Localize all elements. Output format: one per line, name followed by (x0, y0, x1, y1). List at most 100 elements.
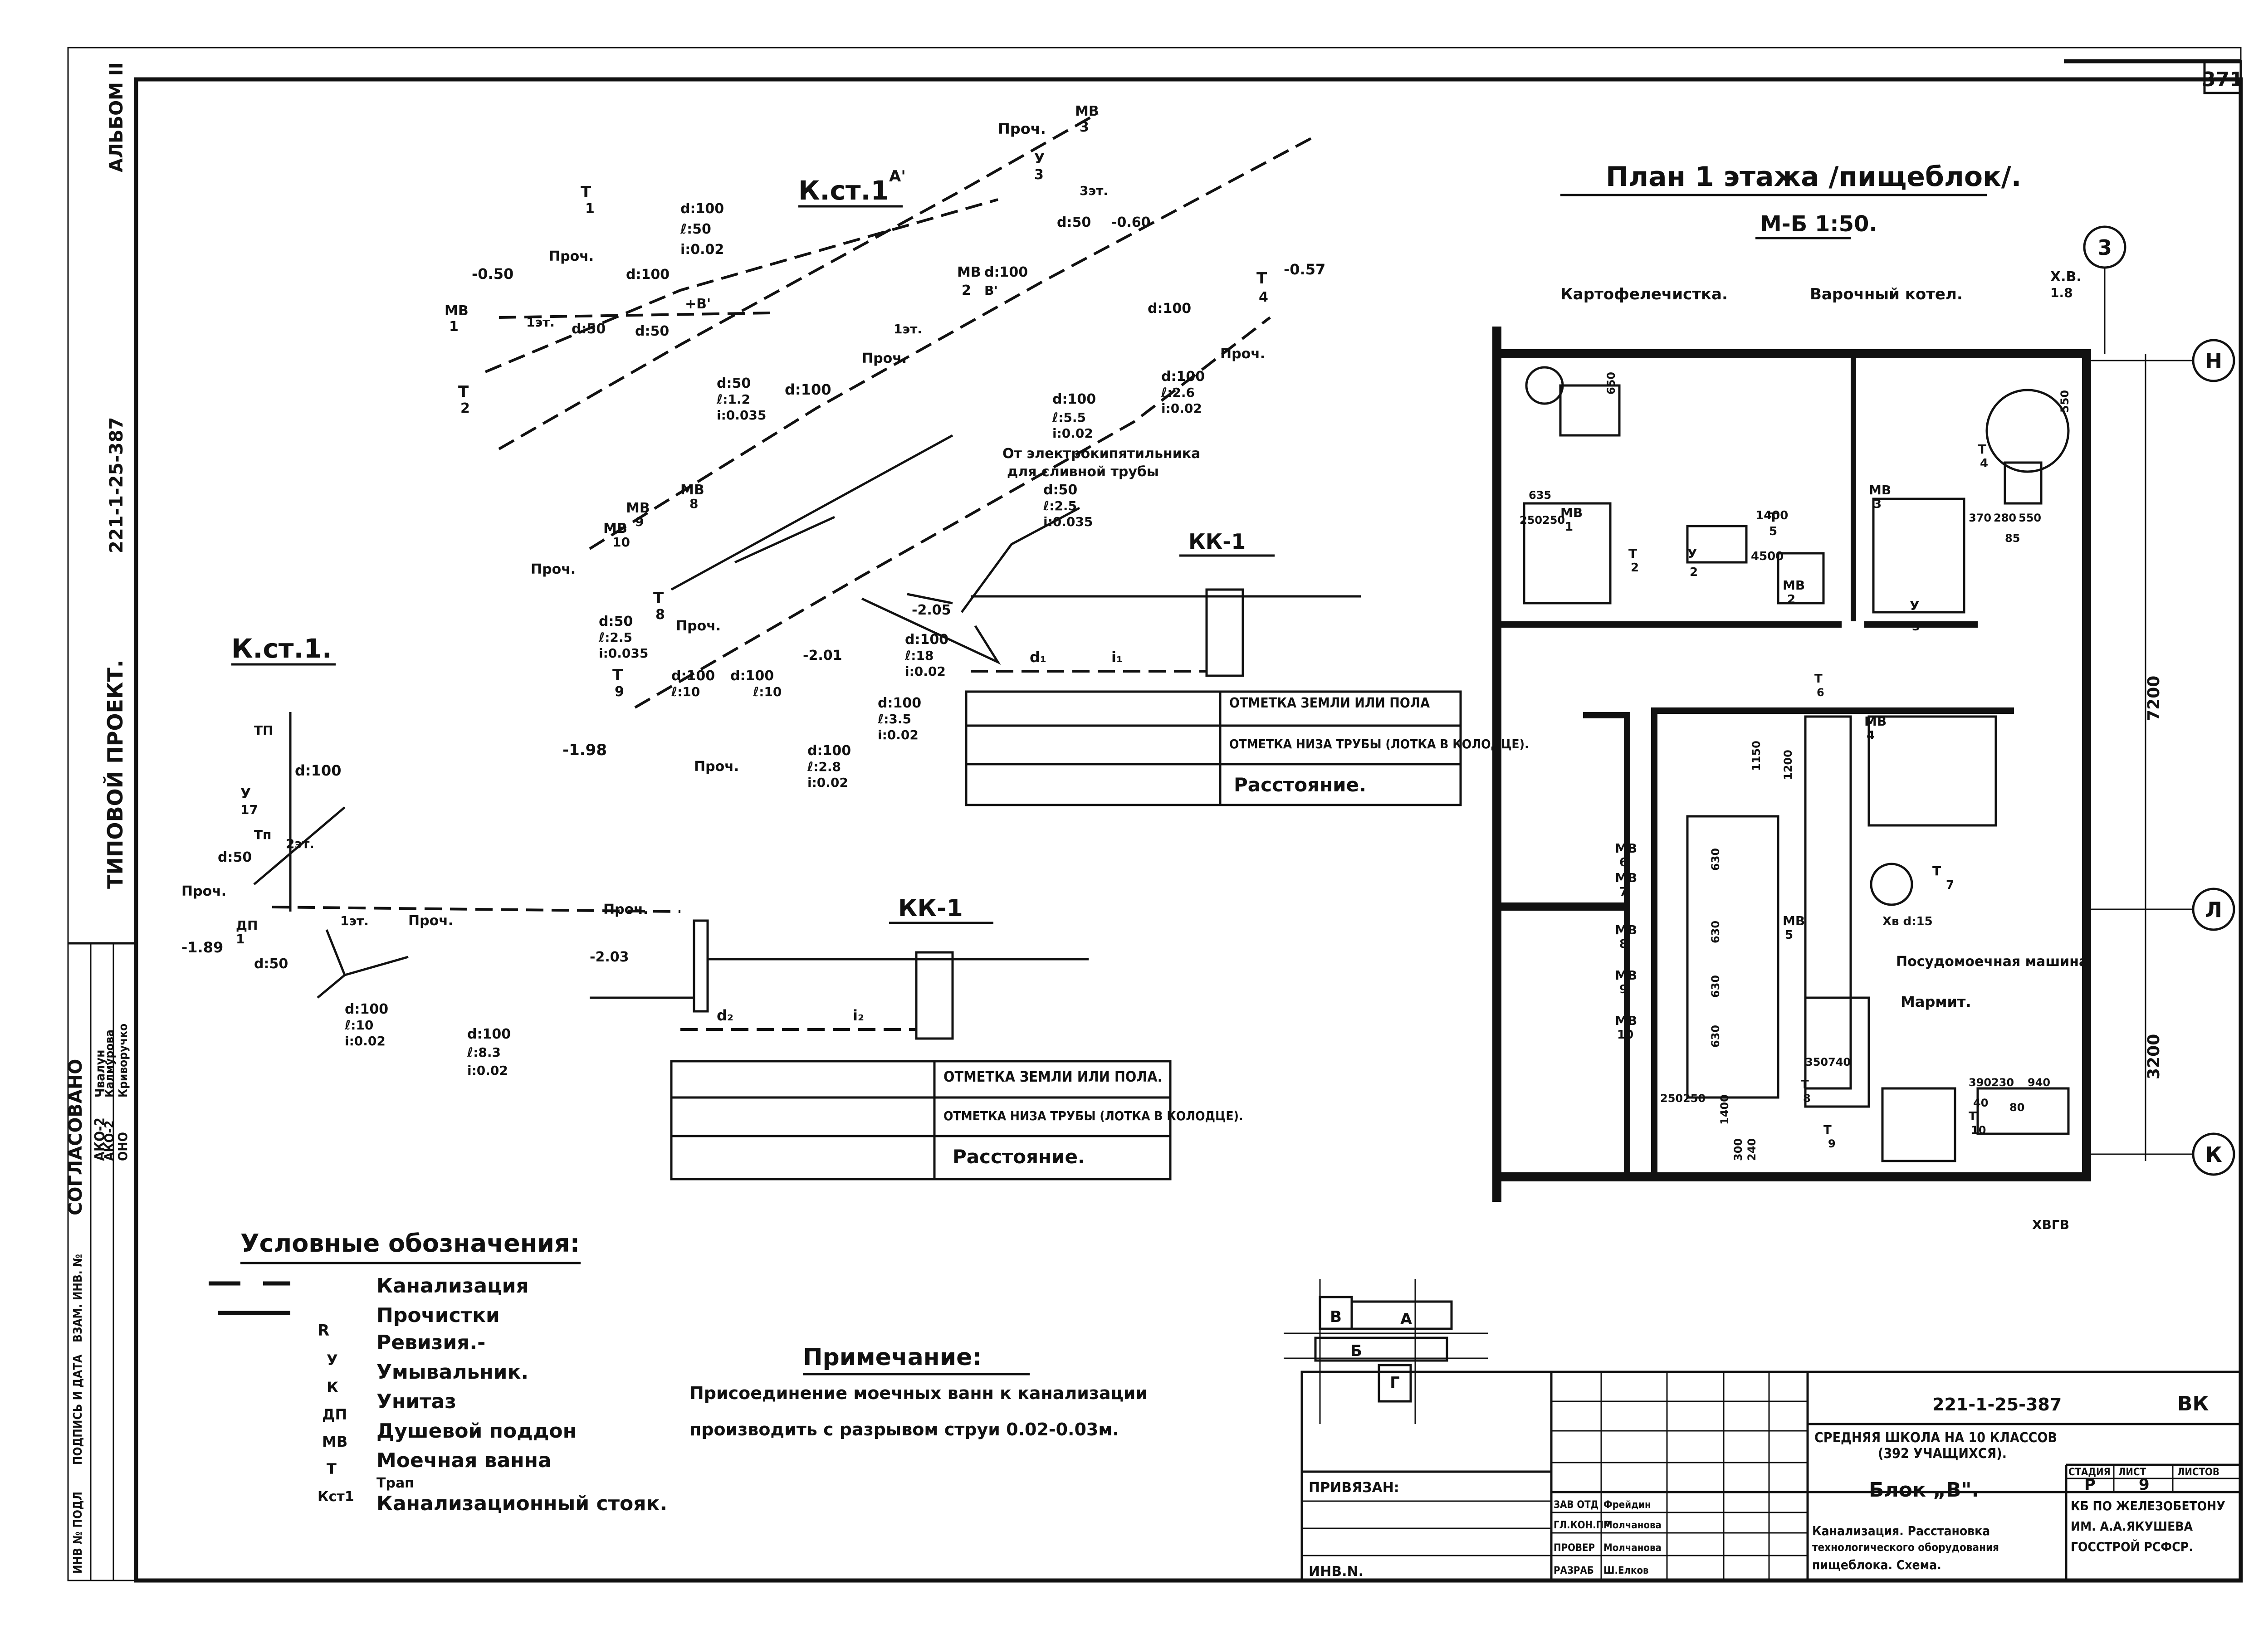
label: ℓ:10 (344, 1018, 373, 1033)
label: 250 (1660, 1092, 1683, 1105)
label: 3 (1873, 498, 1882, 511)
label: d:50 (254, 956, 288, 972)
approval-name-1: Чвалун (93, 1049, 108, 1097)
label: Хв d:15 (1882, 915, 1933, 928)
label: 1 (236, 932, 244, 946)
label: d:50 (599, 614, 633, 629)
label: d:100 (785, 381, 831, 398)
label: МВ (680, 482, 704, 498)
note-line-2: производить с разрывом струи 0.02-0.03м. (689, 1419, 1119, 1439)
label: ℓ:10 (671, 684, 700, 699)
label: -0.57 (1284, 261, 1325, 278)
label: -0.60 (1111, 215, 1150, 230)
label: 8 (655, 607, 665, 623)
sheets-header: ЛИСТОВ (2177, 1467, 2219, 1478)
label: 6 (1619, 856, 1628, 869)
label: Проч. (603, 902, 648, 917)
label: Тп (254, 827, 271, 842)
label: 370 (1969, 512, 1991, 524)
label: Т (1823, 1123, 1832, 1137)
label: 8 (689, 496, 698, 511)
series-label: 221-1-25-387 (106, 417, 127, 553)
label: i:0.02 (1161, 401, 1202, 416)
riser-main-title-sup: А' (889, 167, 906, 185)
label: -1.89 (181, 939, 223, 956)
legend: Условные обозначения: R У К ДП МВ Т Кст1… (209, 1229, 667, 1515)
label: У (1910, 598, 1920, 613)
label: i:0.02 (1052, 426, 1093, 441)
marmite (1881, 1087, 1956, 1162)
drawing-title-1: Канализация. Расстановка (1812, 1523, 1990, 1538)
label: ℓ:2.5 (598, 630, 632, 645)
label: -2.03 (590, 949, 629, 965)
label: Проч. (676, 618, 721, 634)
legend-label: Прочистки (376, 1304, 500, 1327)
section-kk1-top: КК-1 d₁ i₁ ОТМЕТКА ЗЕМЛИ ИЛИ ПОЛА ОТМЕТК… (965, 529, 1529, 806)
legend-items: R У К ДП МВ Т Кст1 Канализация Прочистки… (318, 1274, 667, 1515)
label: Т (1256, 269, 1267, 288)
legend-label: Умывальник. (376, 1361, 528, 1384)
approval-dept-3: ОНО (115, 1132, 130, 1161)
section-bottom-row-2: ОТМЕТКА НИЗА ТРУБЫ (ЛОТКА В КОЛОДЦЕ). (943, 1108, 1243, 1123)
label: +В' (685, 296, 711, 312)
school-name-2: (392 УЧАЩИХСЯ). (1878, 1446, 2007, 1462)
label: ТП (254, 723, 274, 738)
role-4-name: Ш.Елков (1603, 1565, 1649, 1576)
label: 1эт. (894, 322, 922, 337)
label: МВ (1615, 968, 1637, 983)
label: От электрокипятильника (1002, 446, 1200, 462)
label: МВ (1783, 913, 1805, 928)
sheet-number: 371 (2202, 68, 2244, 91)
label: 9 (635, 514, 644, 529)
label: Х.В. (2050, 269, 2082, 285)
label: ℓ:5.5 (1052, 410, 1086, 425)
label: 740 (1828, 1056, 1851, 1068)
label: 300 (1732, 1138, 1745, 1161)
approval-name-3: Криворучко (117, 1024, 130, 1097)
label: d:100 (295, 762, 342, 779)
label: Проч. (998, 120, 1046, 137)
label: 5 (1769, 525, 1777, 538)
section-bottom-row-1: ОТМЕТКА ЗЕМЛИ ИЛИ ПОЛА. (943, 1068, 1163, 1085)
inv-number-label: ИНВ.N. (1309, 1564, 1364, 1580)
label: 4 (1259, 289, 1268, 305)
label: Т (1801, 1078, 1809, 1092)
label: 2 (1690, 566, 1698, 579)
label: ℓ:2.8 (807, 759, 841, 774)
label: d:100 (1161, 369, 1205, 385)
label: 3 (1912, 620, 1920, 634)
label: d:50 (635, 323, 669, 339)
label: Т (1814, 672, 1823, 686)
label: Т (1932, 863, 1941, 878)
label: Т (1769, 510, 1778, 525)
label: 230 (1991, 1076, 2014, 1089)
section-bottom-table: ОТМЕТКА ЗЕМЛИ ИЛИ ПОЛА. ОТМЕТКА НИЗА ТРУ… (670, 1060, 1243, 1180)
label: МВ (603, 521, 627, 537)
legend-symbol: Т (327, 1460, 337, 1478)
section-top-row-2: ОТМЕТКА НИЗА ТРУБЫ (ЛОТКА В КОЛОДЦЕ). (1229, 737, 1529, 751)
label: d:100 (730, 668, 774, 684)
label: Т (1628, 546, 1637, 561)
label: 4 (1867, 729, 1875, 742)
label: 250 (1542, 514, 1565, 527)
label: 550 (2058, 390, 2071, 413)
label: 280 (1994, 512, 2016, 524)
label: d:100 (671, 668, 715, 684)
replace-inv-label: ВЗАМ. ИНВ. № (71, 1254, 85, 1342)
label: У (240, 786, 251, 802)
label: ℓ:10 (753, 684, 782, 699)
label: d:50 (1057, 215, 1091, 230)
note-line-1: Присоединение моечных ванн к канализации (689, 1383, 1148, 1403)
label: 2 (460, 400, 470, 416)
section-bottom-row-3: Расстояние. (953, 1146, 1085, 1168)
note: Примечание: Присоединение моечных ванн к… (689, 1344, 1148, 1439)
label: Т (581, 183, 591, 201)
label: -1.98 (562, 741, 607, 759)
legend-symbol: У (327, 1351, 338, 1369)
section-bottom-title: КК-1 (898, 895, 963, 922)
label: 390 (1969, 1076, 1991, 1089)
label: 630 (1709, 975, 1722, 998)
label: МВ (1615, 870, 1637, 885)
label: 9 (1619, 983, 1628, 996)
label: ХВГВ (2032, 1217, 2069, 1232)
